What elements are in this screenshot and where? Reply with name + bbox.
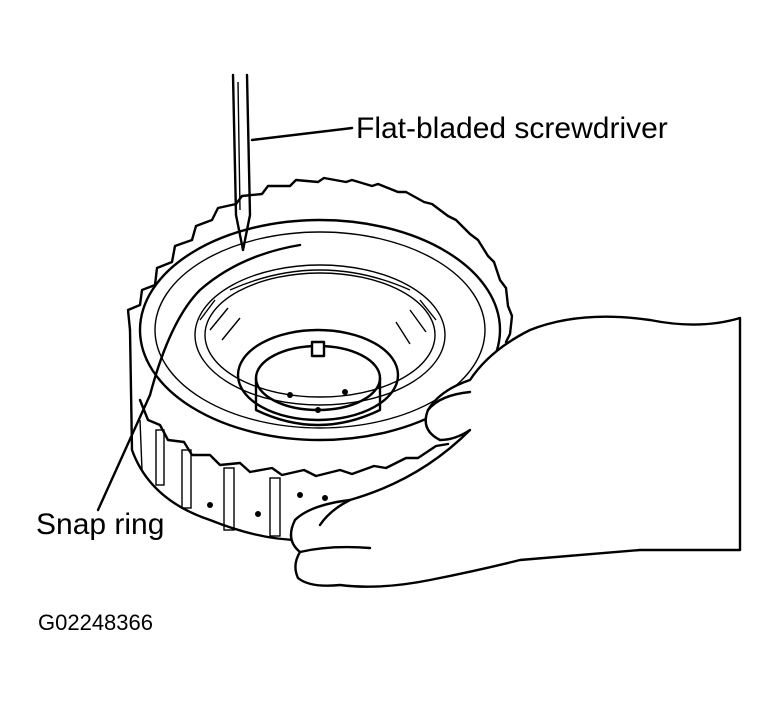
- snap-ring: [148, 243, 302, 397]
- clutch-drum-body: [126, 176, 514, 542]
- snap-ring-leader-line: [96, 393, 152, 512]
- figure-code: G02248366: [38, 610, 153, 635]
- snap-ring-label: Snap ring: [36, 508, 165, 541]
- screwdriver-label: Flat-bladed screwdriver: [356, 112, 668, 145]
- screwdriver-illustration: [231, 73, 252, 252]
- screwdriver-leader-line: [250, 126, 354, 142]
- clutch-hub: [194, 264, 446, 427]
- hand-illustration: [289, 315, 742, 588]
